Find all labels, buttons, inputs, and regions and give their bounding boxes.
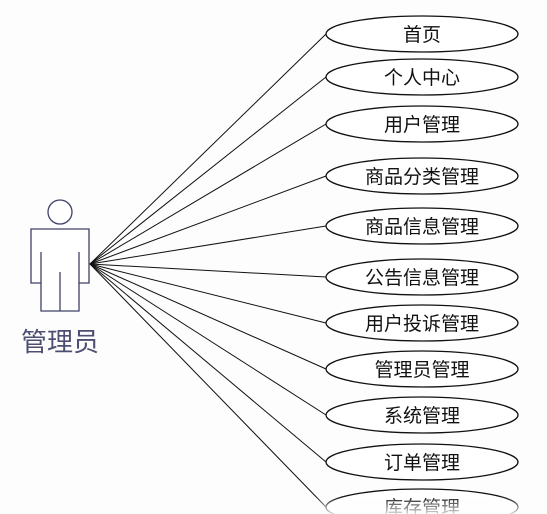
use-case-label: 公告信息管理 xyxy=(365,267,479,289)
use-case-ellipse xyxy=(325,105,519,143)
use-case: 订单管理 xyxy=(325,443,519,481)
use-case-ellipse xyxy=(325,396,519,434)
association-line xyxy=(89,263,327,370)
bottom-fade xyxy=(300,496,547,514)
use-case-label: 订单管理 xyxy=(384,452,460,474)
association-line xyxy=(89,263,327,508)
use-case: 用户投诉管理 xyxy=(325,304,519,342)
use-case: 用户管理 xyxy=(325,105,519,143)
use-case-label: 用户管理 xyxy=(384,114,460,136)
use-case-ellipse xyxy=(325,258,519,296)
use-case-label: 商品信息管理 xyxy=(365,216,479,238)
actor: 管理员 xyxy=(21,199,99,358)
association-line xyxy=(89,123,327,265)
use-case: 首页 xyxy=(325,15,519,53)
association-line xyxy=(89,175,327,265)
association-line xyxy=(89,263,327,324)
use-case-label: 商品分类管理 xyxy=(365,166,479,188)
use-case-ellipse xyxy=(325,58,519,96)
actor-label: 管理员 xyxy=(21,328,99,358)
use-case-label: 管理员管理 xyxy=(374,359,469,381)
association-line xyxy=(89,263,327,463)
association-line xyxy=(89,225,327,265)
association-line xyxy=(89,263,327,278)
person-icon xyxy=(30,199,90,312)
use-case-ellipse xyxy=(325,157,519,195)
use-case-label: 首页 xyxy=(403,24,441,46)
association-lines xyxy=(89,33,327,508)
use-case-ellipse xyxy=(325,443,519,481)
use-case-ellipse xyxy=(325,304,519,342)
use-case: 商品信息管理 xyxy=(325,207,519,245)
use-case-label: 个人中心 xyxy=(384,67,460,89)
association-line xyxy=(89,33,327,265)
use-case-ellipse xyxy=(325,207,519,245)
use-case-label: 系统管理 xyxy=(384,405,460,427)
use-case-list: 首页个人中心用户管理商品分类管理商品信息管理公告信息管理用户投诉管理管理员管理系… xyxy=(325,15,519,514)
use-case: 商品分类管理 xyxy=(325,157,519,195)
use-case: 个人中心 xyxy=(325,58,519,96)
use-case-ellipse xyxy=(325,15,519,53)
use-case: 管理员管理 xyxy=(325,350,519,388)
use-case: 公告信息管理 xyxy=(325,258,519,296)
use-case-label: 用户投诉管理 xyxy=(365,313,479,335)
association-line xyxy=(89,263,327,416)
use-case-ellipse xyxy=(325,350,519,388)
use-case: 系统管理 xyxy=(325,396,519,434)
association-line xyxy=(89,76,327,265)
